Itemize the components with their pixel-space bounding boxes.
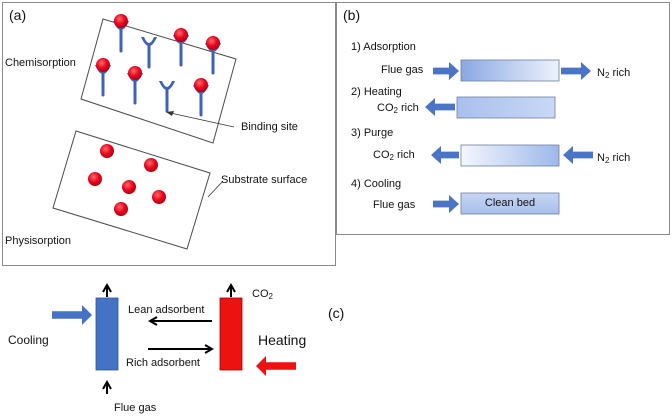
chemisorption-label: Chemisorption [5,57,76,69]
bound-molecule [96,58,110,72]
binding-site [95,58,111,97]
bed-purge [460,144,560,167]
bed-adsorption [460,59,560,82]
bed-heating [456,96,556,119]
arrow-out [425,98,455,116]
cooling-arrow [52,305,92,325]
rich-adsorbent-label: Rich adsorbent [126,357,200,369]
binding-site-leader [165,111,235,128]
binding-site [113,14,129,53]
physisorption-surface [52,130,211,250]
panel-a-label: (a) [9,7,27,23]
bed-cooling [460,192,560,215]
bound-molecule [114,14,128,28]
arrow-out [431,146,459,164]
sorption-illustration [52,14,237,250]
step4-title: 4) Cooling [351,178,402,190]
flow-arrows [425,62,593,213]
lean-adsorbent-label: Lean adsorbent [128,304,205,316]
bound-molecule [206,36,220,50]
physisorption-label: Physisorption [5,235,72,247]
molecule [122,180,136,194]
molecule [114,202,128,216]
binding-site [141,37,157,69]
panel-c-arrows [52,282,296,394]
arrow-in [433,62,459,80]
heating-label: Heating [258,332,307,348]
binding-site-label: Binding site [241,121,298,133]
binding-sites [95,14,221,117]
molecule [100,144,114,158]
tsa-steps-illustration [425,59,593,215]
binding-site [127,66,143,105]
clean-bed-label: Clean bed [484,197,536,209]
arrow-in [433,195,459,213]
adsorber-column [95,297,119,371]
molecule [88,172,102,186]
panel-b-label: (b) [343,7,361,23]
bound-molecule [174,28,188,42]
molecule [144,158,158,172]
arrow-in [563,146,593,164]
step4-left: Flue gas [373,199,416,211]
flue-gas-label: Flue gas [114,402,157,414]
step3-title: 3) Purge [351,127,394,139]
chemisorption-surface [80,18,237,144]
molecule [152,190,166,204]
binding-site [205,36,221,75]
step1-left: Flue gas [381,64,424,76]
arrow-out [561,62,591,80]
step1-title: 1) Adsorption [351,41,416,53]
desorber-column [219,297,243,371]
binding-site [159,81,175,113]
panel-a: (a) Chemisorption Binding site [2,2,336,266]
step3-left: CO2 rich [373,149,415,162]
step1-right: N2 rich [597,67,631,80]
step2-left: CO2 rich [377,102,419,115]
bound-molecule [194,78,208,92]
substrate-leader [207,180,224,198]
co2-label: CO2 [252,288,273,301]
panel-b: (b) 1) Adsorption Flue gas N2 rich 2) He… [336,2,670,235]
cooling-label: Cooling [8,333,49,347]
heating-arrow [256,356,296,376]
physisorbed-molecules [88,144,166,216]
bound-molecule [128,66,142,80]
panel-c-label: (c) [328,305,345,321]
binding-site [193,78,209,117]
step3-right: N2 rich [597,152,631,165]
binding-site [173,28,189,67]
step2-title: 2) Heating [351,86,402,98]
substrate-surface-label: Substrate surface [221,174,308,186]
